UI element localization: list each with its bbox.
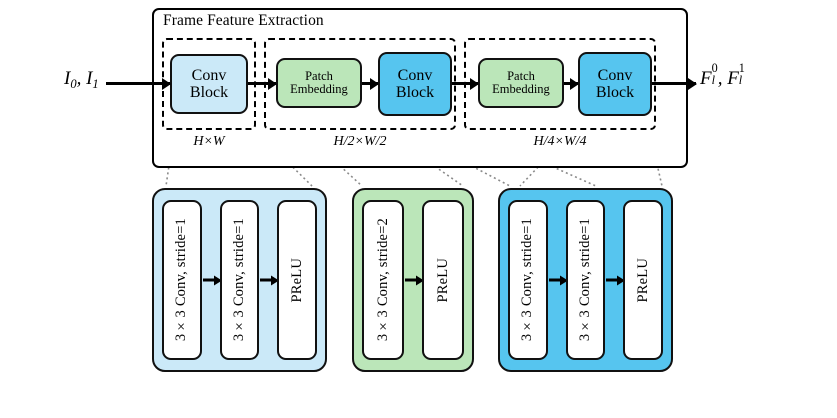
detail-1-layer-2-label: 3×3 Conv, stride=1 — [231, 218, 247, 342]
output-label-sub1: l — [711, 72, 715, 87]
input-label: I0, I1 — [64, 68, 99, 92]
detail-3-layer-3: PReLU — [623, 200, 664, 360]
conv-block-detail-2[interactable]: 3×3 Conv, stride=1 3×3 Conv, stride=1 PR… — [498, 188, 673, 372]
detail-1-pad-left — [154, 200, 162, 360]
detail-2-layer-1: 3×3 Conv, stride=2 — [362, 200, 404, 360]
detail-3-arrow-1 — [548, 278, 560, 282]
stage-resolution-label-2: H/2×W/2 — [333, 134, 387, 149]
patch-embedding-2[interactable]: Patch Embedding — [478, 58, 564, 108]
conv-block-2[interactable]: Conv Block — [378, 52, 452, 116]
detail-1-pad-right — [317, 200, 325, 360]
arrow-conv2-to-patch2 — [452, 82, 478, 85]
detail-1-arrow-2 — [260, 278, 272, 282]
stage-resolution-label-3: H/4×W/4 — [533, 134, 587, 149]
output-label-base1: F — [700, 68, 712, 90]
detail-2-pad-right — [464, 200, 472, 360]
conv-block-detail-1[interactable]: 3×3 Conv, stride=1 3×3 Conv, stride=1 PR… — [152, 188, 327, 372]
input-label-base1: I — [64, 68, 71, 89]
arrow-patch1-to-conv2 — [362, 82, 378, 85]
input-label-sub1: 0 — [70, 76, 77, 91]
detail-1-gap-2 — [259, 200, 277, 360]
detail-2-layer-1-label: 3×3 Conv, stride=2 — [374, 218, 391, 342]
conv-block-3[interactable]: Conv Block — [578, 52, 652, 116]
conv-block-2-line1: Conv — [397, 66, 433, 84]
patch-embedding-2-line2: Embedding — [492, 82, 550, 96]
input-label-comma: , — [76, 68, 87, 89]
detail-3-gap-1 — [548, 200, 566, 360]
detail-3-pad-right — [663, 200, 671, 360]
conv-block-1[interactable]: Conv Block — [170, 54, 248, 114]
arrow-conv3-to-output — [652, 82, 696, 85]
output-label-base2: F — [727, 68, 739, 90]
detail-2-pad-left — [354, 200, 362, 360]
arrow-conv1-to-patch1 — [248, 82, 276, 85]
detail-3-layer-2: 3×3 Conv, stride=1 — [565, 200, 606, 360]
patch-embedding-1[interactable]: Patch Embedding — [276, 58, 362, 108]
detail-3-gap-2 — [605, 200, 623, 360]
conv-block-1-line1: Conv — [191, 66, 227, 84]
detail-1-layer-1-label: 3×3 Conv, stride=1 — [173, 218, 190, 342]
input-label-sub2: 1 — [92, 76, 99, 91]
detail-3-layer-1: 3×3 Conv, stride=1 — [508, 200, 548, 360]
detail-2-layer-2: PReLU — [422, 200, 464, 360]
detail-1-layer-1: 3×3 Conv, stride=1 — [162, 200, 202, 360]
output-label-sup2: 1 — [738, 60, 745, 75]
arrow-patch2-to-conv3 — [564, 82, 578, 85]
detail-2-layer-2-label: PReLU — [434, 257, 451, 303]
input-label-base2: I — [86, 68, 93, 89]
stage-resolution-label-1: H×W — [193, 134, 225, 149]
detail-1-layer-3: PReLU — [277, 200, 318, 360]
detail-2-gap-1 — [404, 200, 422, 360]
output-label-sup1: 0 — [711, 60, 718, 75]
detail-3-layer-2-label: 3×3 Conv, stride=1 — [577, 218, 593, 342]
patch-embedding-detail[interactable]: 3×3 Conv, stride=2 PReLU — [352, 188, 474, 372]
arrow-input-to-conv1 — [106, 82, 170, 85]
detail-3-pad-left — [500, 200, 508, 360]
detail-1-layer-2: 3×3 Conv, stride=1 — [219, 200, 260, 360]
output-label-comma: , — [717, 68, 728, 90]
conv-block-3-line1: Conv — [597, 66, 633, 84]
detail-3-layer-1-label: 3×3 Conv, stride=1 — [519, 218, 536, 342]
conv-block-2-line2: Block — [395, 84, 435, 101]
detail-1-arrow-1 — [202, 278, 214, 282]
conv-block-3-line2: Block — [595, 84, 635, 101]
detail-3-arrow-2 — [606, 278, 618, 282]
page-title: Frame Feature Extraction — [163, 12, 324, 29]
patch-embedding-1-line1: Patch — [305, 68, 333, 83]
detail-1-gap-1 — [202, 200, 220, 360]
output-label-sub2: l — [738, 72, 743, 87]
patch-embedding-1-line2: Embedding — [290, 82, 348, 96]
detail-2-arrow-1 — [405, 278, 416, 282]
conv-block-1-line2: Block — [189, 84, 229, 101]
detail-1-layer-3-label: PReLU — [288, 257, 305, 303]
detail-3-layer-3-label: PReLU — [634, 257, 651, 303]
patch-embedding-2-line1: Patch — [507, 68, 535, 83]
